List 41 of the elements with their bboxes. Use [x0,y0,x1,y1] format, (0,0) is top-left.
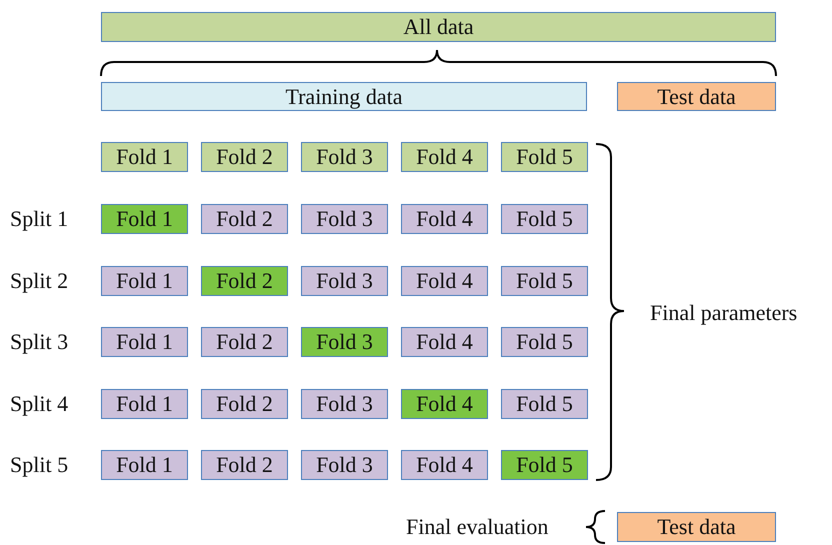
fold-box: Fold 4 [401,204,488,234]
fold-box: Fold 2 [201,142,288,172]
fold-box: Fold 5 [501,389,588,419]
fold-box: Fold 5 [501,142,588,172]
fold-box: Fold 1 [101,266,188,296]
fold-box: Fold 4 [401,327,488,357]
fold-box: Fold 3 [301,327,388,357]
fold-box: Fold 5 [501,266,588,296]
fold-box: Fold 4 [401,142,488,172]
row-label: Split 5 [10,454,68,476]
fold-box: Fold 4 [401,389,488,419]
fold-box: Fold 2 [201,450,288,480]
fold-box: Fold 1 [101,142,188,172]
fold-box: Fold 4 [401,266,488,296]
fold-box: Fold 3 [301,142,388,172]
row-label: Split 3 [10,331,68,353]
fold-box: Fold 1 [101,450,188,480]
data-bar: Training data [101,82,587,111]
fold-box: Fold 1 [101,204,188,234]
row-label: Split 1 [10,208,68,230]
fold-box: Fold 1 [101,327,188,357]
data-bar: Test data [617,82,776,111]
fold-box: Fold 3 [301,450,388,480]
row-label: Split 4 [10,393,68,415]
fold-box: Fold 1 [101,389,188,419]
bracket-label: Final parameters [650,302,798,324]
fold-box: Fold 3 [301,389,388,419]
fold-box: Fold 2 [201,389,288,419]
fold-box: Fold 5 [501,327,588,357]
fold-box: Fold 3 [301,204,388,234]
fold-box: Fold 3 [301,266,388,296]
fold-box: Fold 2 [201,327,288,357]
fold-box: Fold 2 [201,204,288,234]
fold-box: Fold 2 [201,266,288,296]
fold-box: Fold 5 [501,204,588,234]
fold-box: Fold 4 [401,450,488,480]
data-bar: Test data [617,512,776,542]
row-label: Split 2 [10,270,68,292]
data-bar: All data [101,12,776,42]
fold-box: Fold 5 [501,450,588,480]
bracket-label: Final evaluation [406,516,548,538]
